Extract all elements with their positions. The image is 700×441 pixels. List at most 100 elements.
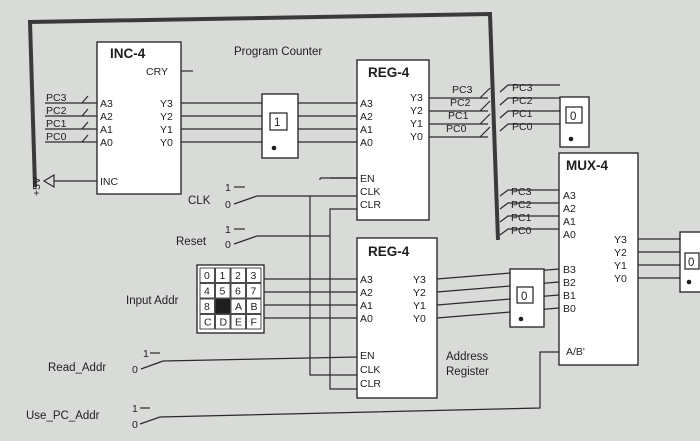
keypad-key-label: 0 (204, 270, 210, 282)
mux4-title: MUX-4 (566, 158, 608, 173)
reg4-top-block: REG-4 A3 A2 A1 A0 Y3 Y2 Y1 Y0 EN CLK CLR (356, 59, 430, 221)
inc4-out-y2: Y2 (160, 111, 173, 123)
reg4-top-box (356, 59, 430, 221)
keypad-key[interactable] (230, 314, 246, 330)
keypad-key[interactable] (246, 314, 262, 330)
read-addr-switch[interactable]: Read_Addr 1 0 (48, 348, 358, 376)
mux-pc1-label: PC1 (511, 212, 532, 224)
reg-top-out-y3: Y3 (410, 92, 423, 104)
feedback-bus (27, 11, 500, 241)
reg-top-in-a0: A0 (360, 137, 373, 149)
hex-display-inc: 1 (261, 93, 299, 159)
keypad-key-label: 4 (204, 286, 210, 298)
clk-one-label: 1 (225, 182, 231, 194)
plus5v-arrow-icon (42, 173, 55, 189)
reg4-top-title: REG-4 (368, 65, 410, 80)
reg-top-en: EN (360, 173, 375, 185)
hex-display-addr-value: 0 (521, 291, 527, 303)
reg-top-clk: CLK (360, 186, 380, 198)
keypad-key[interactable] (215, 267, 231, 283)
keypad-key-label: D (220, 317, 228, 329)
keypad-key-label: 2 (235, 270, 241, 282)
reg-top-out-y2: Y2 (410, 105, 423, 117)
hex-display-pc-value: 0 (570, 111, 576, 123)
mux-pc0-label: PC0 (511, 225, 532, 237)
keypad-key[interactable] (230, 267, 246, 283)
inc-pc3-label: PC3 (46, 92, 67, 104)
keypad-key-label: 7 (251, 286, 257, 298)
keypad-key[interactable] (215, 314, 231, 330)
mux-out-y0: Y0 (614, 273, 627, 285)
mux-out-y3: Y3 (614, 234, 627, 246)
mux-in-a3: A3 (563, 190, 576, 202)
use-pc-addr-switch[interactable]: Use_PC_Addr 1 0 (26, 351, 559, 431)
reg-top-out-y1: Y1 (410, 118, 423, 130)
clk-switch-label: CLK (188, 195, 211, 207)
mux-out-y2: Y2 (614, 247, 627, 259)
reset-switch[interactable]: Reset 1 0 (176, 208, 357, 390)
keypad-key[interactable] (246, 298, 262, 314)
mux-in-a0: A0 (563, 229, 576, 241)
reg-top-in-a3: A3 (360, 98, 373, 110)
reg4-bottom-box (356, 237, 438, 399)
use-pc-zero-label: 0 (132, 419, 138, 431)
inc4-out-y1: Y1 (160, 124, 173, 136)
inc-pc1-label: PC1 (46, 118, 67, 130)
keypad-key-label: 8 (204, 301, 210, 313)
mux-output-wires (638, 238, 680, 279)
inc4-in-a3: A3 (100, 98, 113, 110)
reg-bot-en: EN (360, 350, 375, 362)
mux-out-y1: Y1 (614, 260, 627, 272)
read-addr-switch-label: Read_Addr (48, 362, 106, 374)
hex-display-pc: 0 (559, 96, 590, 148)
reset-one-label: 1 (225, 224, 231, 236)
keypad-key[interactable] (199, 298, 215, 314)
keypad-key[interactable] (246, 283, 262, 299)
keypad-key-label: F (251, 317, 257, 329)
inc-pc0-label: PC0 (46, 131, 67, 143)
inc4-block: INC-4 CRY A3 A2 A1 A0 Y3 Y2 Y1 Y0 INC (96, 41, 193, 195)
keypad-key[interactable] (215, 298, 231, 314)
clk-switch[interactable]: CLK 1 0 (188, 182, 357, 376)
input-addr-label: Input Addr (126, 295, 179, 307)
pc-right-pc1-label: PC1 (512, 108, 533, 120)
keypad-key[interactable] (230, 298, 246, 314)
keypad-key-label: 3 (251, 270, 257, 282)
inc4-in-a0: A0 (100, 137, 113, 149)
inc4-out-y3: Y3 (160, 98, 173, 110)
read-addr-one-label: 1 (143, 348, 149, 360)
hex-display-mux: 0 (679, 231, 700, 293)
keypad-key[interactable] (199, 267, 215, 283)
mux-in-b3: B3 (563, 264, 576, 276)
keypad-key-label: A (235, 301, 242, 313)
reset-zero-label: 0 (225, 239, 231, 251)
pc-right-pc3-label: PC3 (512, 82, 533, 94)
address-register-caption-2: Register (446, 366, 489, 378)
reg-top-pc1-label: PC1 (448, 110, 469, 122)
keypad-key[interactable] (215, 283, 231, 299)
reg-bot-in-a0: A0 (360, 313, 373, 325)
keypad-key-label: 6 (235, 286, 241, 298)
hex-display-addr: 0 (509, 268, 545, 328)
reg-top-in-a1: A1 (360, 124, 373, 136)
keypad-key[interactable] (199, 283, 215, 299)
reg-top-in-a2: A2 (360, 111, 373, 123)
mux4-block: MUX-4 A3 A2 A1 A0 B3 B2 B1 B0 Y3 Y2 Y1 Y… (558, 152, 639, 366)
mux-in-a1: A1 (563, 216, 576, 228)
inc4-inc-pin: INC (100, 176, 119, 188)
keypad-key[interactable] (246, 267, 262, 283)
reg-top-pc2-label: PC2 (450, 97, 471, 109)
mux-a-input-bus: PC3 PC2 PC1 PC0 (499, 186, 559, 237)
reg-top-clr: CLR (360, 199, 381, 211)
mux4-box (558, 152, 639, 366)
plus5v-source: +5V (31, 173, 97, 196)
keypad-key[interactable] (199, 314, 215, 330)
pc-right-pc0-label: PC0 (512, 121, 533, 133)
keypad-key[interactable] (230, 283, 246, 299)
reg-top-pc0-label: PC0 (446, 123, 467, 135)
reg4-bottom-title: REG-4 (368, 244, 410, 259)
reg-bot-clk: CLK (360, 364, 380, 376)
reg4-bottom-block: REG-4 A3 A2 A1 A0 Y3 Y2 Y1 Y0 EN CLK CLR (356, 237, 438, 399)
